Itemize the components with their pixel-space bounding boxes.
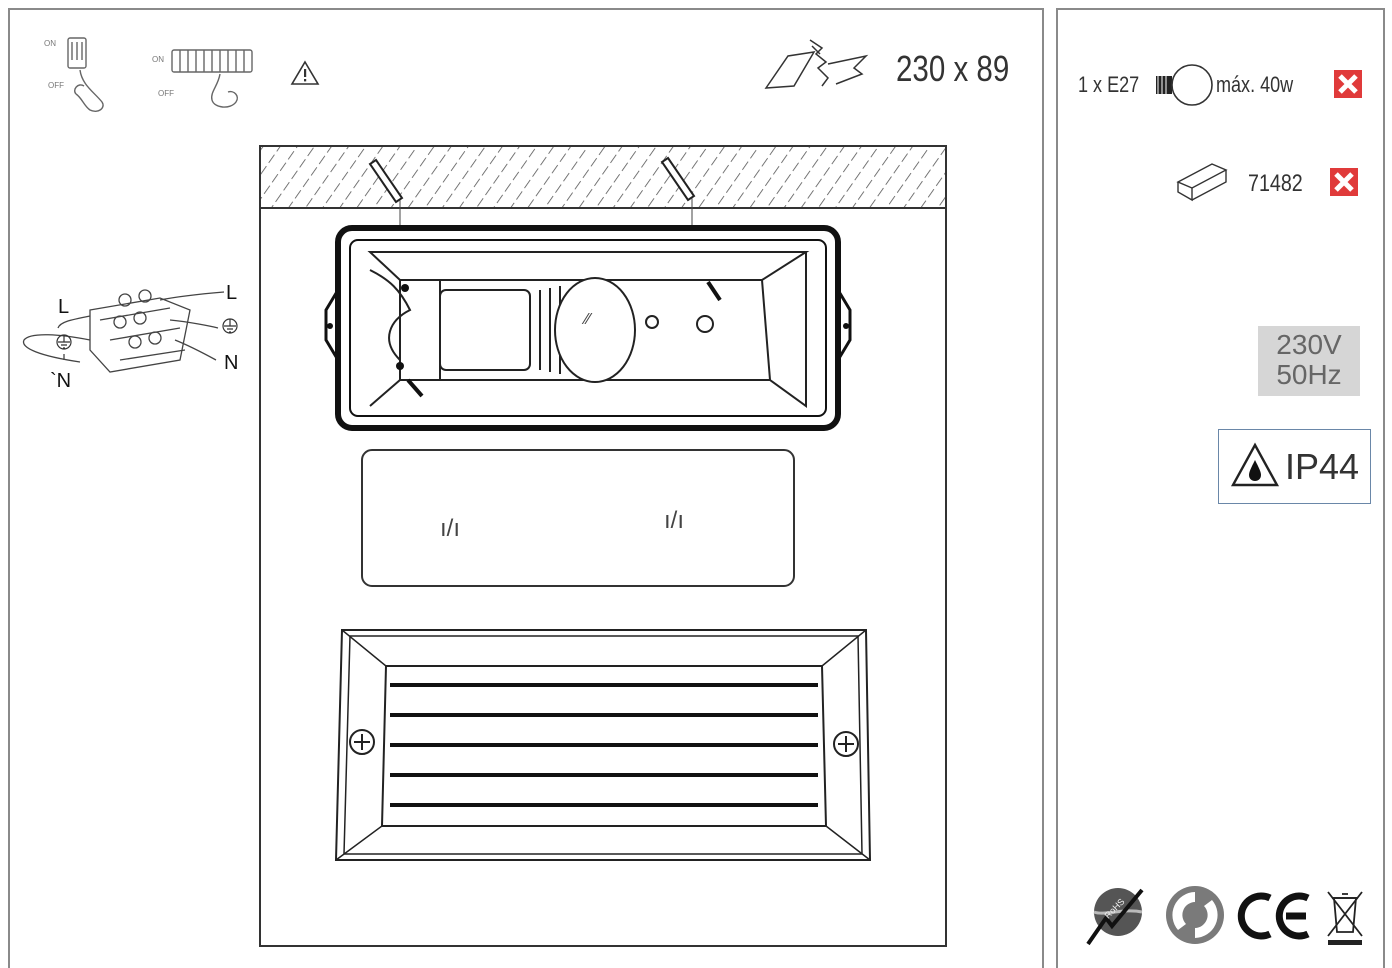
ip-rating-label: IP44 xyxy=(1285,446,1360,487)
ce-mark-icon xyxy=(1237,892,1310,940)
wire-label-n-right: N xyxy=(224,352,239,374)
bulb-quantity-label: 1 x E27 xyxy=(1078,72,1140,97)
wire-label-l-left: L xyxy=(58,296,70,318)
switch-off-label: OFF xyxy=(48,81,64,90)
wire-label-n-left: `N xyxy=(50,370,72,392)
box-icon xyxy=(1176,163,1228,202)
svg-text:ı/ı: ı/ı xyxy=(440,515,460,542)
rohs-icon: RoHS xyxy=(1086,888,1144,946)
louvre-grille xyxy=(334,629,872,861)
green-dot-icon xyxy=(1166,886,1224,944)
weee-bin-icon xyxy=(1327,891,1363,945)
max-power-label: máx. 40w xyxy=(1216,72,1294,97)
wall-section xyxy=(259,145,947,209)
switch-off-icon: ON OFF xyxy=(44,37,104,112)
switch-on-label: ON xyxy=(44,39,56,48)
voltage-badge: 230V 50Hz xyxy=(1258,326,1360,396)
warning-triangle-icon xyxy=(290,60,320,85)
glass-cover xyxy=(361,449,795,587)
bulb-icon xyxy=(1156,64,1213,106)
glass-reflex-mark: ⁄⁄ xyxy=(581,311,593,328)
wall-plug-icon xyxy=(764,39,869,89)
svg-text:ı/ı: ı/ı xyxy=(664,507,684,534)
wire-label-l-top: L xyxy=(226,282,238,304)
terminal-off-label: OFF xyxy=(158,89,174,98)
terminal-block-icon: ON OFF xyxy=(152,49,253,108)
wiring-diagram xyxy=(22,289,238,373)
installation-drawing: ⁄⁄ ı/ı ı/ı xyxy=(259,145,947,947)
not-allowed-icon xyxy=(1334,70,1362,98)
lamp-housing: ⁄⁄ xyxy=(324,225,852,431)
water-drop-warning-icon xyxy=(1230,442,1280,487)
terminal-on-label: ON xyxy=(152,55,164,64)
frequency-value: 50Hz xyxy=(1276,359,1342,390)
ip-rating-box xyxy=(1218,429,1371,504)
reference-code: 71482 xyxy=(1248,170,1303,197)
dimensions-label: 230 x 89 xyxy=(896,48,1010,89)
voltage-value: 230V xyxy=(1276,329,1342,360)
not-allowed-icon-2 xyxy=(1330,168,1358,196)
